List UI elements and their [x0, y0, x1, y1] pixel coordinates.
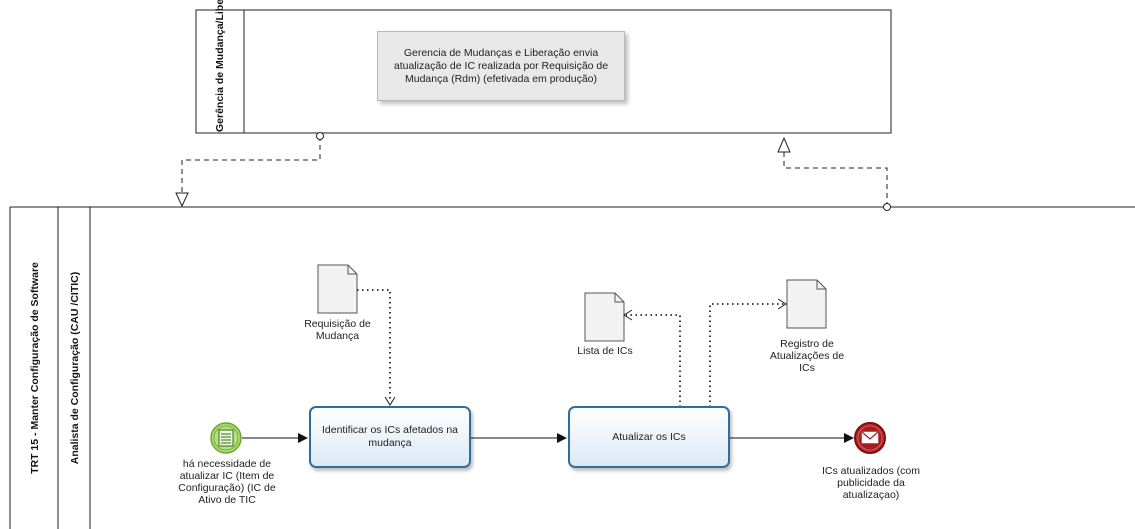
document-requisicao — [317, 264, 358, 314]
main-lane-label: Analista de Configuração (CAU /CITIC) — [69, 271, 81, 465]
document-requisicao-label: Requisição de Mudança — [304, 318, 371, 342]
association-lista — [623, 309, 681, 407]
top-lane-label: Gerência de Mudança/Liberação — [214, 0, 226, 132]
association-registro — [709, 298, 787, 407]
document-lista-label: Lista de ICs — [577, 345, 633, 357]
end-event-icon[interactable] — [854, 422, 886, 454]
top-task-envia-atualizacao[interactable]: Gerencia de Mudanças e Liberação envia a… — [377, 31, 625, 101]
document-registro-label: Registro de Atualizações de ICs — [769, 338, 845, 374]
document-lista — [584, 292, 625, 342]
start-event-icon[interactable] — [210, 422, 242, 454]
main-pool — [9, 206, 1135, 529]
message-flow-out — [777, 136, 891, 211]
association-requisicao — [357, 289, 396, 406]
task-identificar-ics[interactable]: Identificar os ICs afetados na mudança — [309, 406, 471, 468]
end-event-label: ICs atualizados (com publicidade da atua… — [821, 465, 921, 501]
document-registro — [786, 279, 827, 329]
message-flow-in — [175, 132, 324, 208]
task-atualizar-ics[interactable]: Atualizar os ICs — [568, 406, 730, 468]
main-pool-label: TRT 15 - Manter Configuração de Software — [29, 262, 41, 474]
start-event-label: há necessidade de atualizar IC (Item de … — [178, 458, 276, 506]
